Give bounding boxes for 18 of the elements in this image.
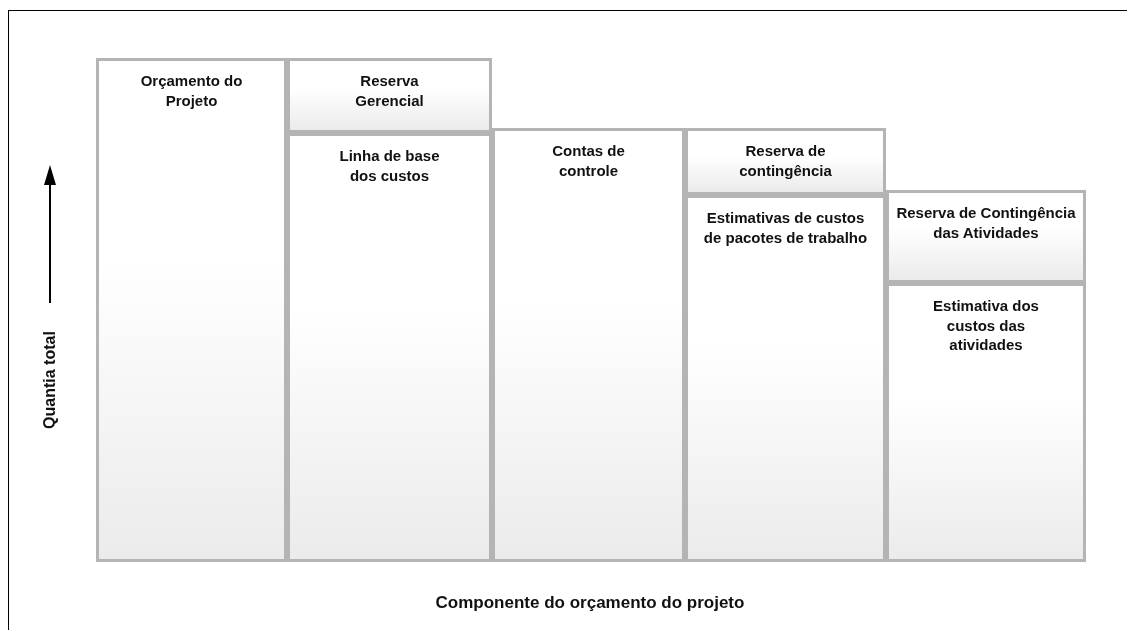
budget-box [685, 195, 886, 562]
box-label: Estimativas de custos de pacotes de trabalho [703, 208, 868, 247]
box-label: Estimativa dos custos das atividades [932, 296, 1040, 355]
budget-box [685, 128, 886, 195]
budget-box [492, 128, 685, 562]
box-label: Reserva Gerencial [354, 71, 425, 110]
box-label: Linha de base dos custos [338, 146, 441, 185]
axis-label: Quantia total [40, 331, 59, 429]
budget-box [886, 283, 1086, 562]
axis-label: Componente do orçamento do projeto [435, 592, 745, 614]
budget-box [886, 190, 1086, 283]
box-label: Contas de controle [551, 141, 626, 180]
budget-box [96, 58, 287, 562]
box-label: Reserva de contingência [738, 141, 833, 180]
box-label: Orçamento do Projeto [139, 71, 244, 110]
budget-box [287, 133, 492, 562]
box-label: Reserva de Contingência das Atividades [895, 203, 1077, 242]
budget-box [287, 58, 492, 133]
